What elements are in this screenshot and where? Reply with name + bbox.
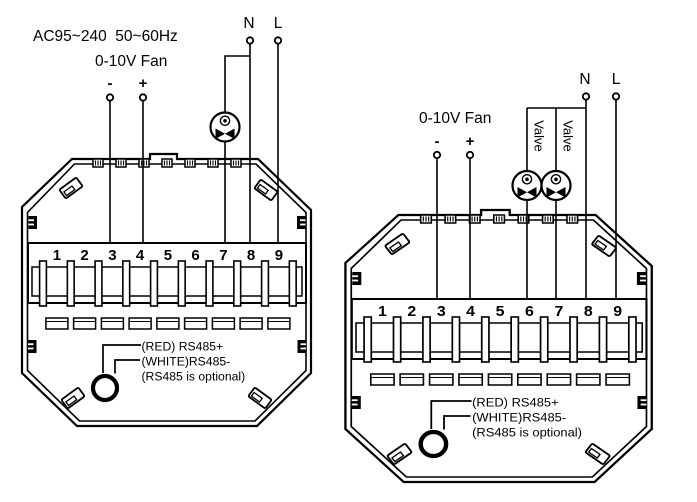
- power-spec-label: AC95~240 50~60Hz: [33, 28, 178, 45]
- valve-label-1: Valve: [532, 120, 547, 152]
- fan-plus-label: +: [139, 75, 148, 92]
- neutral-terminal-dot: [581, 92, 591, 101]
- valve-motor-icon-right-2: [540, 169, 572, 202]
- fan-plus-terminal-dot: [465, 150, 475, 160]
- fan-minus-label: -: [435, 133, 440, 150]
- valve-motor-icon-right-1: [511, 169, 543, 202]
- valve-label-2: Valve: [561, 120, 576, 152]
- neutral-label: N: [243, 15, 254, 32]
- neutral-label: N: [579, 71, 590, 88]
- left-wires: [105, 36, 283, 244]
- right-thermostat-diagram: 0-10V Fan - + N L Valve Valve: [345, 71, 651, 482]
- valve-motor-icon-left: [209, 111, 241, 143]
- fan-minus-terminal-dot: [105, 93, 115, 102]
- fan-minus-label: -: [108, 75, 113, 92]
- line-label: L: [274, 15, 283, 32]
- line-terminal-dot: [273, 36, 283, 45]
- fan-plus-terminal-dot: [138, 93, 148, 102]
- line-terminal-dot: [611, 92, 621, 101]
- neutral-terminal-dot: [245, 36, 255, 45]
- fan-output-label: 0-10V Fan: [95, 53, 167, 70]
- fan-plus-label: +: [466, 133, 475, 150]
- fan-output-label: 0-10V Fan: [419, 110, 491, 127]
- left-thermostat-diagram: AC95~240 50~60Hz 0-10V Fan - + N L: [22, 15, 311, 426]
- thermostat-backplate-left: [22, 154, 311, 426]
- fan-minus-terminal-dot: [432, 150, 442, 160]
- line-label: L: [612, 71, 621, 88]
- right-wires: [432, 92, 621, 300]
- wire-valve-branch: [224, 55, 250, 113]
- thermostat-backplate-right: [345, 210, 651, 482]
